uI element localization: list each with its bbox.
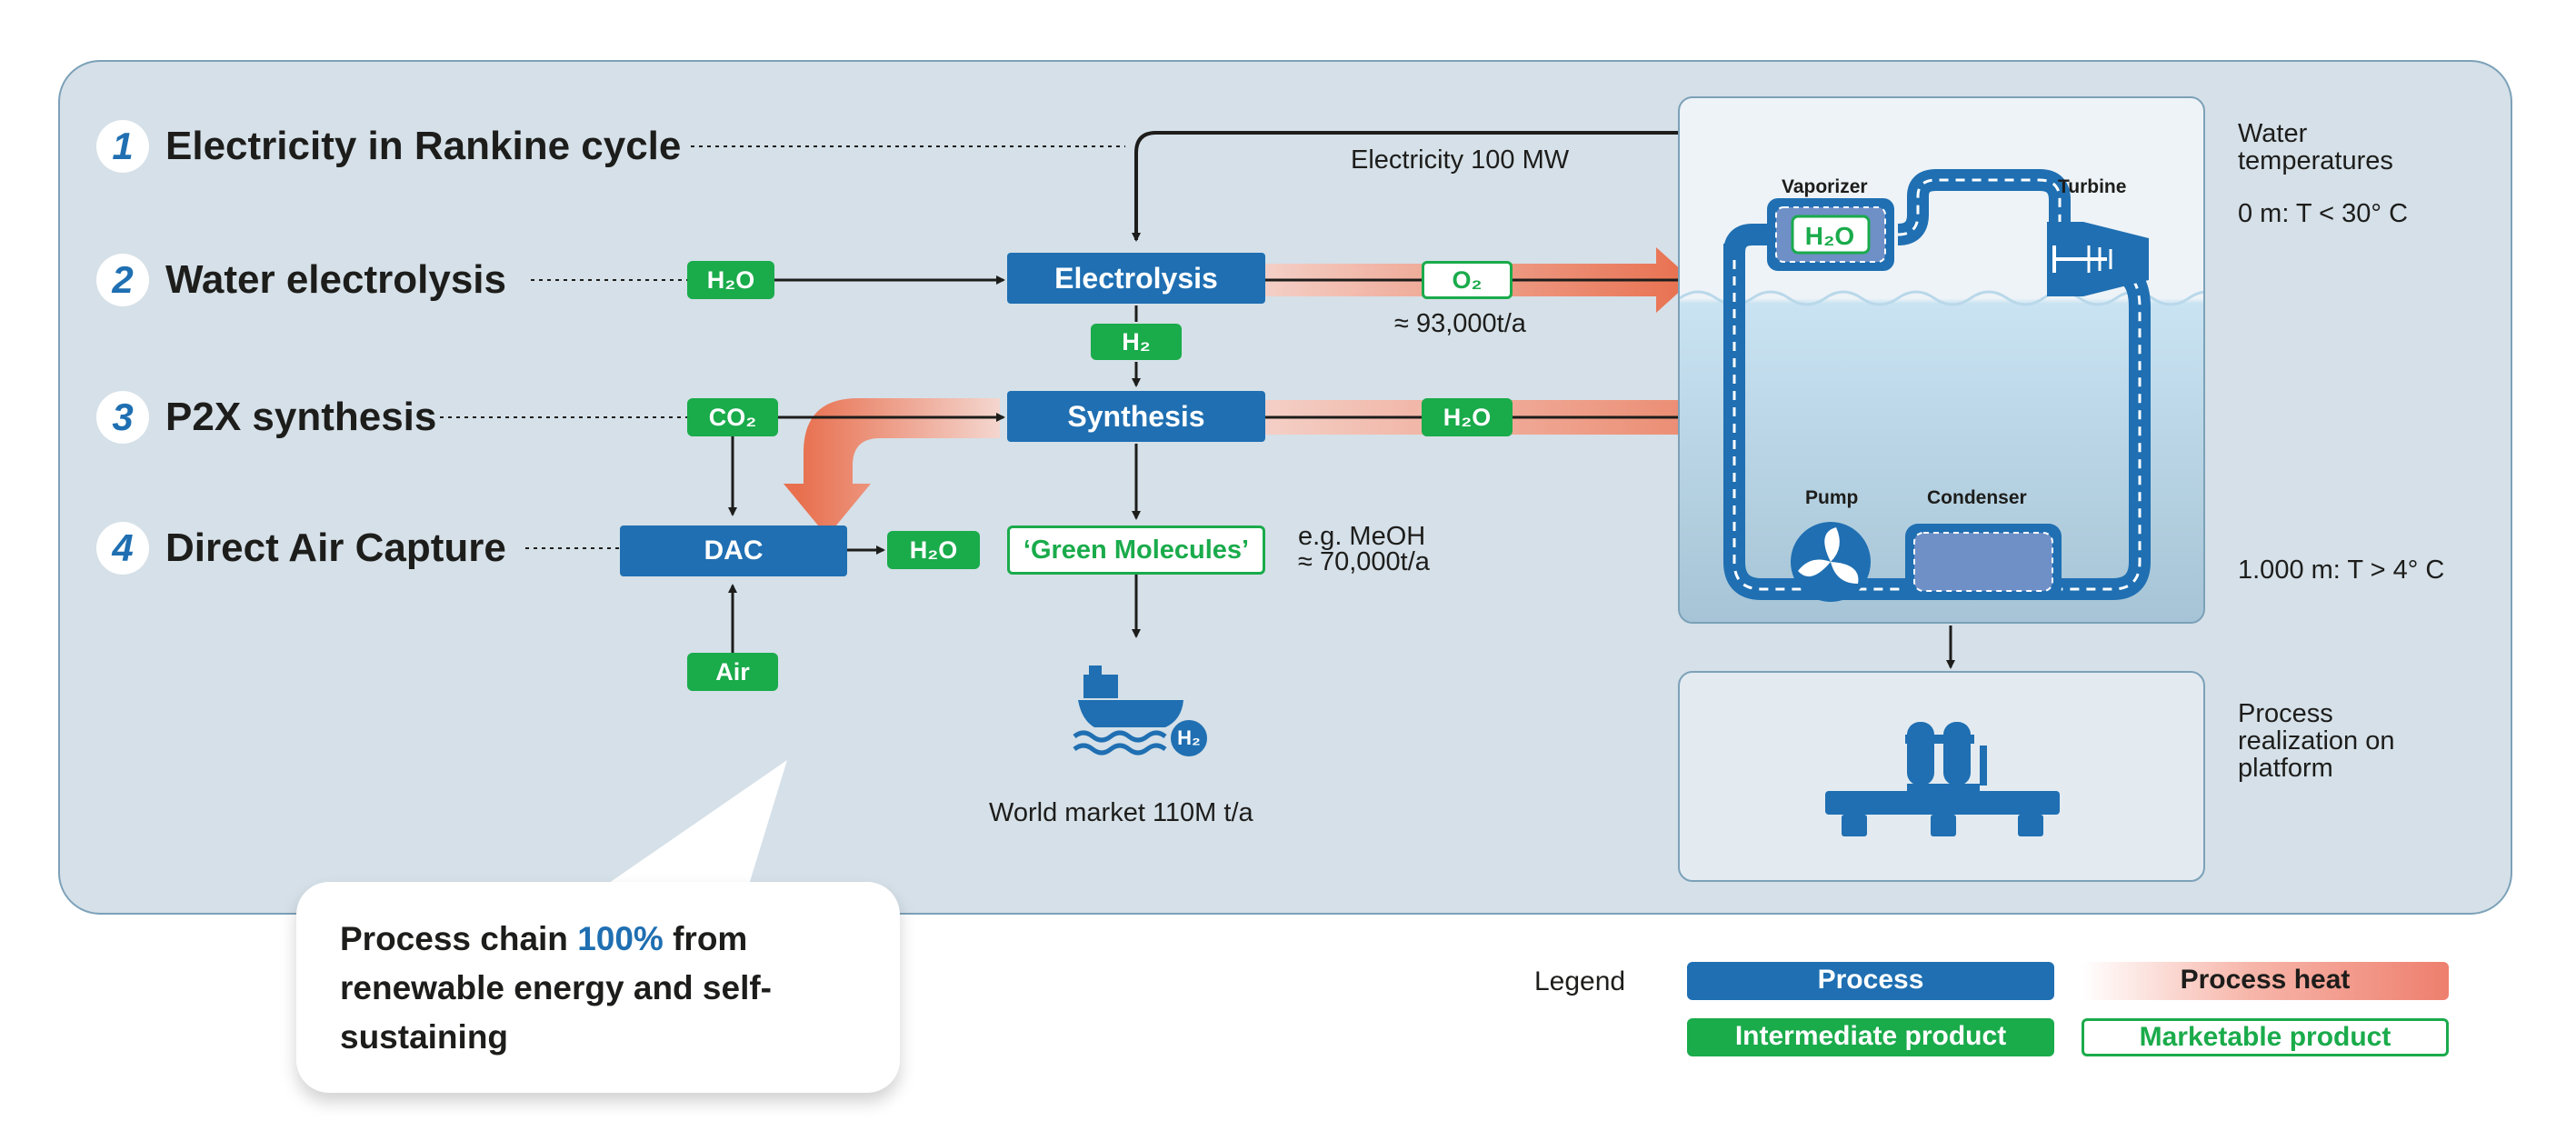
callout-text-start: Process chain (340, 920, 578, 957)
step-label-2: Water electrolysis (165, 257, 506, 302)
h2o-output-badge: H₂O (1422, 398, 1513, 436)
dac-process: DAC (620, 525, 847, 576)
h2o-input-badge: H₂O (687, 261, 774, 299)
platform-realization-label: Process realization on platform (2238, 699, 2395, 783)
green-molecules-badge: ‘Green Molecules’ (1007, 525, 1265, 575)
pump-label: Pump (1805, 487, 1859, 508)
step-label-1: Electricity in Rankine cycle (165, 124, 682, 168)
legend-title: Legend (1534, 966, 1626, 996)
air-badge: Air (687, 653, 778, 691)
ship-icon: H₂ (1073, 658, 1211, 760)
electrolysis-process: Electrolysis (1007, 253, 1265, 304)
vaporizer-h2o-label: H₂O (1804, 222, 1855, 250)
legend-process: Process (1687, 962, 2054, 1000)
rankine-cycle-box: H₂O Vaporizer Turbine Pump Condenser (1678, 96, 2205, 624)
callout-bubble: Process chain 100% from renewable energy… (296, 882, 900, 1093)
h2o-dac-badge: H₂O (887, 531, 980, 569)
platform-box (1678, 671, 2205, 882)
world-market-label: World market 110M t/a (989, 798, 1253, 827)
step-number-4: 4 (96, 522, 149, 575)
step-number-1: 1 (96, 120, 149, 173)
legend-intermediate-product: Intermediate product (1687, 1018, 2054, 1056)
callout-text: Process chain 100% from renewable energy… (340, 915, 885, 1062)
o2-amount-label: ≈ 93,000t/a (1394, 309, 1526, 338)
ship-h2-label: H₂ (1177, 726, 1201, 749)
cycle-graphic (1680, 169, 2203, 602)
heat-arrow-dac (784, 398, 1000, 536)
step-number-2: 2 (96, 254, 149, 306)
electricity-label: Electricity 100 MW (1351, 145, 1570, 175)
legend-marketable-product: Marketable product (2082, 1018, 2449, 1056)
condenser-label: Condenser (1927, 487, 2027, 508)
callout-text-end: from renewable energy and self-sustainin… (340, 920, 773, 1056)
callout-highlight: 100% (577, 920, 664, 957)
platform-icon (1825, 722, 2060, 836)
synthesis-process: Synthesis (1007, 391, 1265, 442)
meoh-label: e.g. MeOH (1298, 522, 1426, 551)
h2-badge: H₂ (1091, 324, 1182, 360)
deep-temperature-label: 1.000 m: T > 4° C (2238, 555, 2445, 585)
o2-badge: O₂ (1422, 261, 1513, 299)
surface-temperature-label: 0 m: T < 30° C (2238, 199, 2409, 228)
vaporizer-label: Vaporizer (1782, 176, 1868, 197)
legend-process-heat: Process heat (2082, 962, 2449, 1000)
turbine-label: Turbine (2058, 176, 2127, 197)
co2-badge: CO₂ (687, 398, 778, 436)
step-label-3: P2X synthesis (165, 395, 437, 439)
water-temperatures-label: Water temperatures (2238, 119, 2393, 175)
meoh-amount-label: ≈ 70,000t/a (1298, 547, 1430, 576)
step-label-4: Direct Air Capture (165, 525, 506, 570)
step-number-3: 3 (96, 391, 149, 444)
